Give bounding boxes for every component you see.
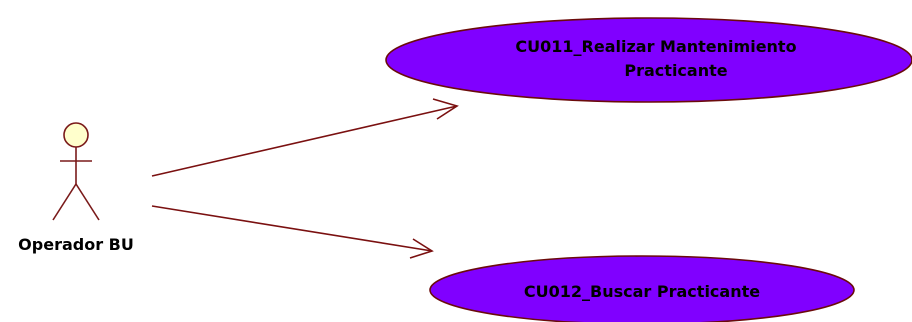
use-case-label-line-1: CU011_Realizar Mantenimiento <box>515 37 796 56</box>
use-case-label: CU012_Buscar Practicante <box>524 282 760 301</box>
association-actor-to-uc1[interactable] <box>151 98 459 177</box>
actor-label: Operador BU <box>18 235 134 254</box>
use-case-label-line-2: Practicante <box>624 61 727 80</box>
stick-figure-icon <box>52 122 100 221</box>
use-case-cu011[interactable]: CU011_Realizar Mantenimiento Practicante <box>385 17 912 103</box>
use-case-cu012[interactable]: CU012_Buscar Practicante <box>429 255 855 322</box>
actor-operador-bu[interactable]: Operador BU <box>18 122 134 254</box>
actor-left-leg <box>52 183 77 221</box>
actor-right-leg <box>75 183 100 221</box>
use-case-ellipse <box>429 255 855 322</box>
association-actor-to-uc2[interactable] <box>151 205 434 259</box>
actor-head <box>63 122 89 148</box>
use-case-ellipse <box>385 17 912 103</box>
